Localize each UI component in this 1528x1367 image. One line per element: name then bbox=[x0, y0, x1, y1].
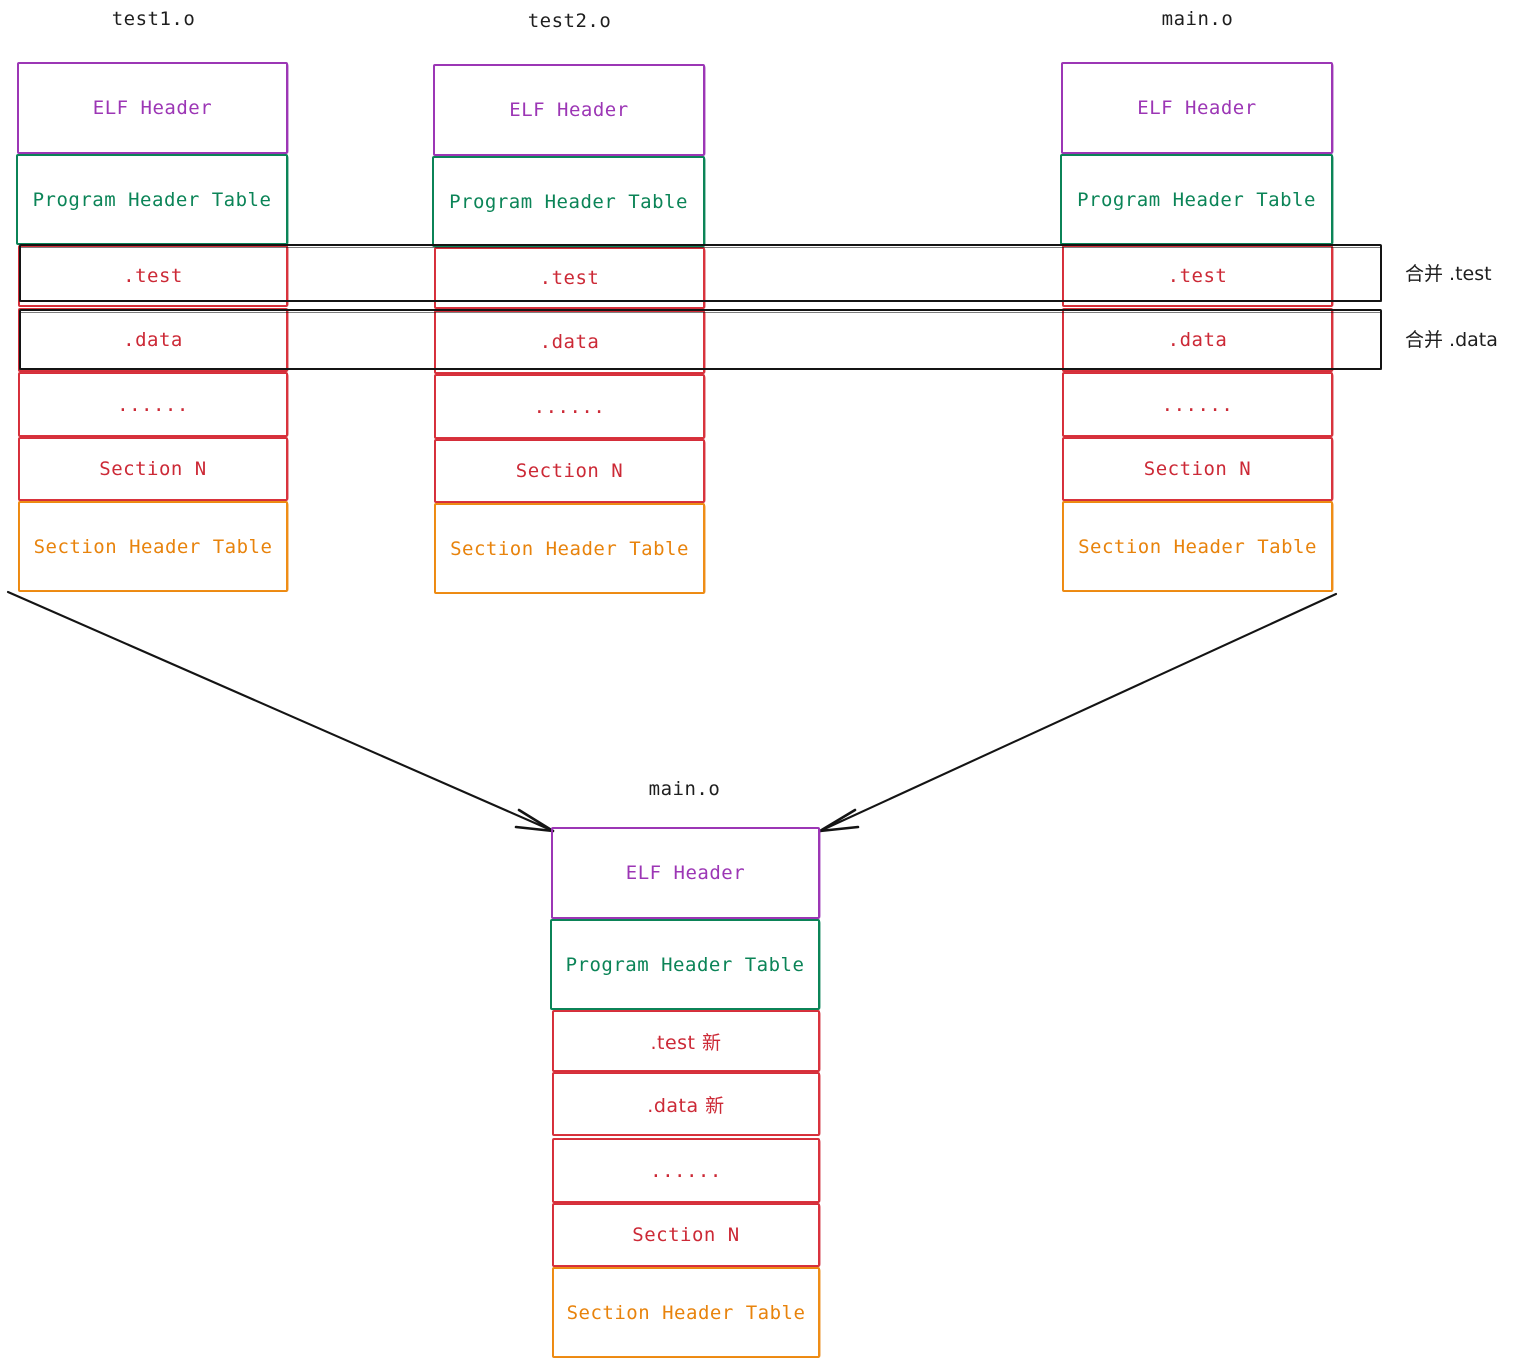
result-segment-section-header-table: Section Header Table bbox=[552, 1267, 821, 1358]
test1-segment-ellipsis: ...... bbox=[18, 372, 289, 437]
test1-segment-elf-header: ELF Header bbox=[17, 62, 289, 154]
segment-label: Program Header Table bbox=[449, 190, 688, 213]
test1-segment-program-header-table: Program Header Table bbox=[16, 154, 289, 245]
segment-label: .test bbox=[539, 267, 600, 289]
segment-label: Section Header Table bbox=[450, 537, 689, 560]
segment-label: Section N bbox=[1143, 458, 1252, 480]
arrow-left-to-result bbox=[6, 590, 555, 833]
merge-box-text bbox=[19, 244, 1382, 302]
maino-segment-elf-header: ELF Header bbox=[1061, 62, 1334, 154]
result-segment-program-header-table: Program Header Table bbox=[550, 919, 821, 1010]
result-segment-ellipsis: ...... bbox=[552, 1138, 821, 1203]
segment-label: .test bbox=[123, 265, 183, 287]
segment-label: ELF Header bbox=[92, 97, 213, 119]
segment-label: Program Header Table bbox=[1077, 188, 1316, 211]
segment-label: Section N bbox=[99, 458, 207, 480]
maino-segment-program-header-table: Program Header Table bbox=[1060, 154, 1334, 245]
segment-label: .test bbox=[1167, 265, 1228, 287]
merge-box-data bbox=[19, 309, 1382, 370]
segment-label: .data bbox=[539, 331, 600, 353]
maino-segment-section-n: Section N bbox=[1062, 437, 1334, 501]
segment-label: ...... bbox=[1161, 393, 1234, 416]
segment-label: Section Header Table bbox=[33, 535, 273, 558]
segment-label: .test 新 bbox=[650, 1031, 722, 1054]
segment-label: Section Header Table bbox=[566, 1301, 806, 1324]
merge-annotation-text: 合并 .test bbox=[1405, 259, 1492, 286]
test2-segment-text: .test bbox=[434, 247, 706, 309]
merge-annotation-text-label: 合并 .test bbox=[1405, 263, 1492, 285]
column-title-main: main.o bbox=[1161, 8, 1234, 30]
segment-label: Program Header Table bbox=[565, 953, 805, 976]
column-title-test1: test1.o bbox=[111, 8, 196, 30]
result-segment-text-new: .test 新 bbox=[552, 1010, 821, 1072]
merge-annotation-data-label: 合并 .data bbox=[1405, 329, 1498, 351]
test1-segment-section-n: Section N bbox=[18, 437, 289, 501]
segment-label: Program Header Table bbox=[32, 188, 272, 211]
result-segment-section-n: Section N bbox=[552, 1203, 821, 1267]
maino-segment-ellipsis: ...... bbox=[1062, 372, 1334, 437]
segment-label: .data bbox=[123, 329, 183, 351]
result-title-main: main.o bbox=[648, 778, 721, 800]
segment-label: ...... bbox=[650, 1159, 722, 1182]
test2-segment-program-header-table: Program Header Table bbox=[432, 156, 706, 247]
maino-segment-text: .test bbox=[1062, 245, 1334, 307]
segment-label: Section N bbox=[632, 1224, 740, 1246]
segment-label: Section N bbox=[515, 460, 624, 482]
column-title-test2: test2.o bbox=[527, 10, 612, 32]
test2-segment-section-n: Section N bbox=[434, 439, 706, 503]
result-segment-data-new: .data 新 bbox=[552, 1072, 821, 1136]
segment-label: ELF Header bbox=[1137, 97, 1257, 119]
segment-label: ...... bbox=[117, 393, 189, 416]
segment-label: ...... bbox=[533, 395, 606, 418]
segment-label: .data 新 bbox=[647, 1094, 725, 1117]
arrow-right-to-result bbox=[818, 592, 1338, 833]
segment-label: Section Header Table bbox=[1078, 535, 1317, 558]
test2-segment-section-header-table: Section Header Table bbox=[434, 503, 706, 594]
test2-segment-ellipsis: ...... bbox=[434, 374, 706, 439]
segment-label: .data bbox=[1167, 329, 1228, 351]
merge-annotation-data: 合并 .data bbox=[1405, 325, 1498, 352]
test2-segment-elf-header: ELF Header bbox=[433, 64, 706, 156]
test1-segment-section-header-table: Section Header Table bbox=[18, 501, 289, 592]
segment-label: ELF Header bbox=[625, 862, 746, 884]
result-segment-elf-header: ELF Header bbox=[551, 827, 821, 919]
maino-segment-section-header-table: Section Header Table bbox=[1062, 501, 1334, 592]
segment-label: ELF Header bbox=[509, 99, 629, 121]
